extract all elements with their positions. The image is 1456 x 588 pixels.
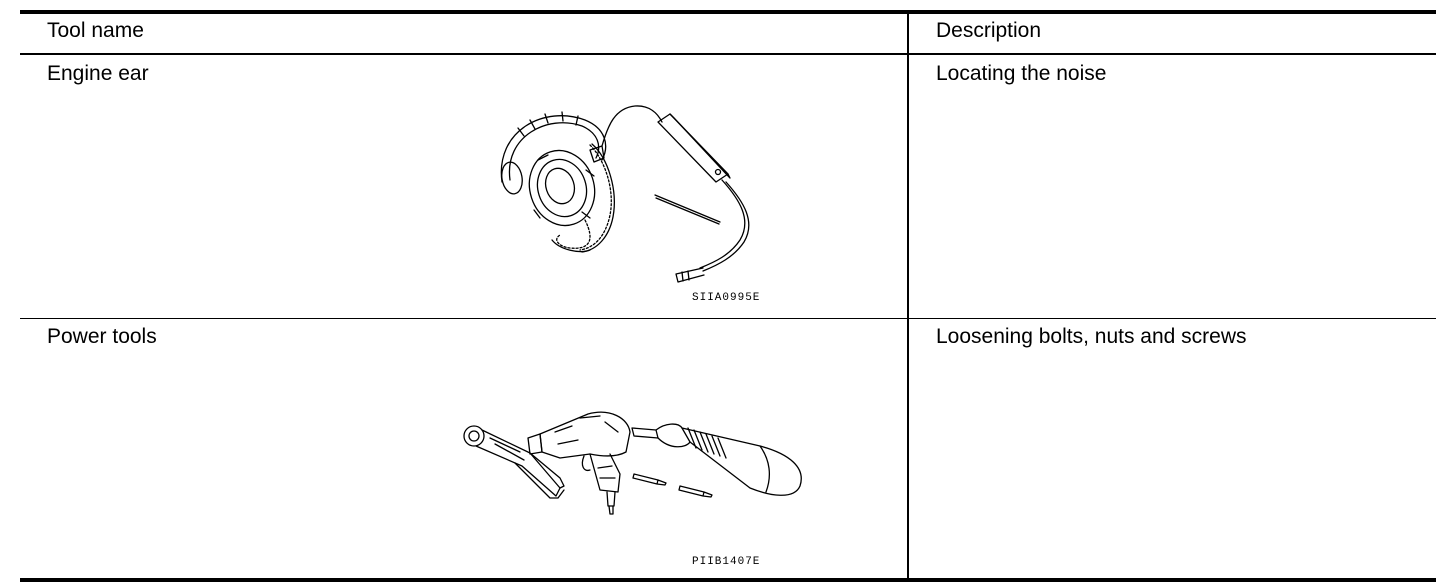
engine-ear-stethoscope-illustration xyxy=(490,100,760,290)
tool-name-cell: Power tools xyxy=(47,325,157,348)
figure-code: PIIB1407E xyxy=(692,556,761,568)
row-divider-rule xyxy=(20,318,1436,319)
header-tool-name: Tool name xyxy=(47,19,144,42)
power-tools-illustration xyxy=(460,408,810,518)
header-bottom-rule xyxy=(20,53,1436,55)
column-divider-rule xyxy=(907,12,909,580)
tool-name-cell: Engine ear xyxy=(47,62,149,85)
table-top-rule xyxy=(20,10,1436,14)
header-description: Description xyxy=(936,19,1042,42)
table-bottom-rule xyxy=(20,578,1436,582)
figure-code: SIIA0995E xyxy=(692,292,761,304)
description-cell: Locating the noise xyxy=(936,62,1107,85)
description-cell: Loosening bolts, nuts and screws xyxy=(936,325,1247,348)
